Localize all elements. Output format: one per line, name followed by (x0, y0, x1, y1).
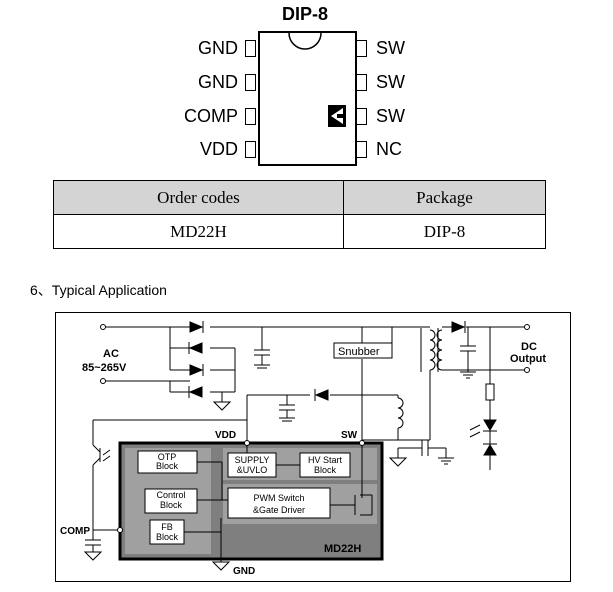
pin-label-left-2: GND (198, 72, 238, 92)
sw-label: SW (341, 430, 358, 441)
fb-label-1: FB (161, 522, 173, 532)
hv-label-2: Block (314, 465, 337, 475)
chip-name-label: MD22H (324, 543, 361, 555)
chip-decor (288, 32, 346, 127)
pin-label-right-3: SW (376, 106, 405, 126)
ac-range-label: 85~265V (82, 362, 127, 374)
ac-label: AC (103, 348, 119, 360)
pin-left-1 (245, 40, 256, 57)
dc-output-label: Output (510, 353, 546, 365)
order-codes-table: Order codes Package MD22H DIP-8 (53, 180, 547, 249)
pin-right-2 (356, 74, 367, 91)
supply-label-1: SUPPLY (235, 455, 270, 465)
pin-label-right-2: SW (376, 72, 405, 92)
comp-label: COMP (60, 526, 90, 537)
cell-order-code: MD22H (53, 214, 344, 249)
hv-label-1: HV Start (308, 455, 343, 465)
snubber-box (333, 342, 393, 359)
snubber-label: Snubber (338, 346, 380, 358)
chip-outline (258, 31, 357, 166)
supply-label-2: &UVLO (237, 465, 268, 475)
pwm-label-2: &Gate Driver (253, 505, 305, 515)
gnd-label: GND (233, 566, 255, 577)
section-title: 6、Typical Application (30, 282, 167, 298)
otp-label-1: OTP (158, 452, 177, 462)
pin-label-right-1: SW (376, 38, 405, 58)
table-row: MD22H DIP-8 (53, 214, 547, 249)
pin-left-2 (245, 74, 256, 91)
pwm-label-1: PWM Switch (253, 493, 304, 503)
pin-label-left-3: COMP (184, 106, 238, 126)
pin-left-3 (245, 108, 256, 125)
cell-package: DIP-8 (342, 214, 547, 249)
pin-label-left-4: VDD (199, 139, 238, 159)
control-label-1: Control (156, 490, 185, 500)
otp-label-2: Block (156, 461, 179, 471)
pin-left-4 (245, 141, 256, 158)
pin-right-4 (356, 141, 367, 158)
pin1-notch (288, 32, 322, 50)
fb-label-2: Block (156, 532, 179, 542)
vdd-label: VDD (215, 430, 236, 441)
header-package: Package (342, 180, 547, 215)
logo-mark (328, 105, 346, 127)
control-label-2: Block (160, 500, 183, 510)
pin-label-right-4: NC (376, 139, 402, 159)
pin-right-3 (356, 108, 367, 125)
package-title: DIP-8 (282, 4, 329, 24)
pin-label-left-1: GND (198, 38, 238, 58)
table-header-row: Order codes Package (53, 180, 547, 215)
header-order-codes: Order codes (53, 180, 344, 215)
pin-right-1 (356, 40, 367, 57)
dc-label: DC (521, 341, 537, 353)
application-frame (55, 312, 571, 582)
